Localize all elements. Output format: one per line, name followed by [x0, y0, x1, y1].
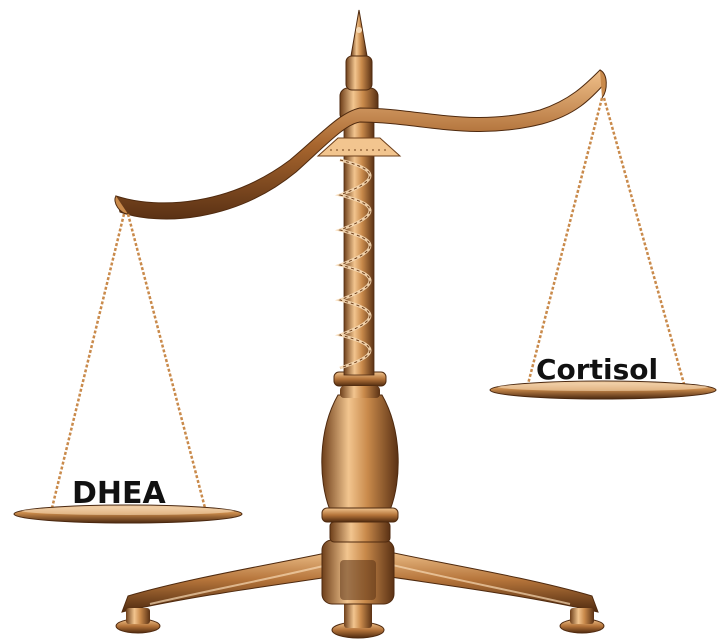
- left-pan: DHEA: [14, 476, 242, 523]
- right-pan-chains: [528, 98, 684, 384]
- left-pan-chains: [52, 214, 205, 508]
- scale-base: [116, 540, 604, 638]
- right-pan-label: Cortisol: [536, 353, 658, 386]
- right-pan: Cortisol: [490, 353, 716, 399]
- left-pan-label: DHEA: [72, 476, 167, 511]
- scale-column: [318, 10, 400, 542]
